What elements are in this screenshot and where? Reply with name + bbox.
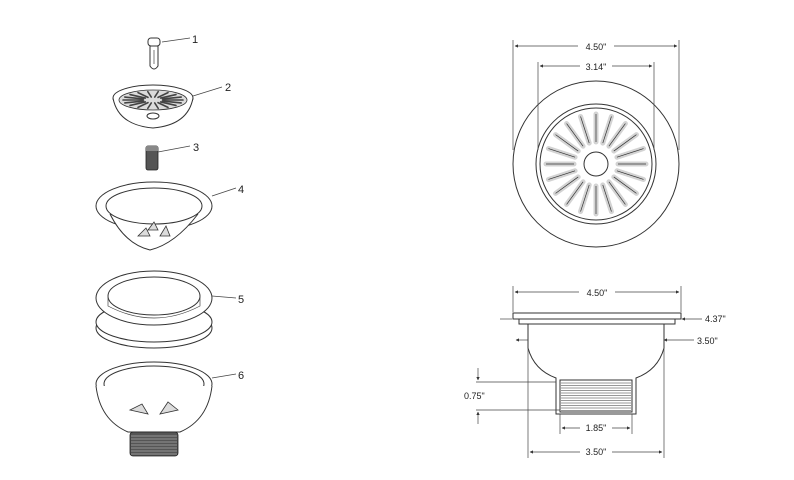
- side-flange-width-label: 4.50": [587, 288, 608, 298]
- side-thread-height-label: 0.75": [464, 391, 485, 401]
- part-number-1: 1: [192, 34, 198, 46]
- basket-slot: [159, 93, 177, 99]
- part-2-basket: [112, 84, 223, 129]
- part-number-5: 5: [238, 294, 244, 306]
- top-outer-diameter-label: 4.50": [586, 42, 607, 52]
- side-bottom-width-label: 3.50": [586, 447, 607, 457]
- top-inner-diameter-label: 3.14": [586, 62, 607, 72]
- part-3-threaded-post: [145, 145, 191, 171]
- basket-slot: [157, 91, 169, 99]
- exploded-view: 1 2 3 4 5 6: [95, 34, 244, 457]
- basket-slot: [137, 91, 149, 99]
- top-view-slot-outline: [613, 134, 637, 152]
- part-4-flange: [95, 181, 237, 251]
- basket-slot: [129, 93, 147, 99]
- top-view-slot-outline: [566, 123, 584, 147]
- basket-slot: [146, 102, 153, 110]
- basket-slot: [124, 100, 145, 104]
- basket-slot: [159, 101, 177, 107]
- part-5-gaskets: [95, 270, 237, 349]
- side-flange-right-label: 4.37": [705, 314, 726, 324]
- basket-slot: [157, 101, 169, 109]
- basket-slot: [124, 96, 145, 100]
- top-view-slot-outline: [613, 176, 637, 194]
- basket-slot: [146, 90, 153, 98]
- part-number-4: 4: [238, 184, 244, 196]
- top-view: 4.50" 3.14": [512, 40, 680, 248]
- part-number-6: 6: [238, 370, 244, 382]
- top-view-slot-outline: [608, 123, 626, 147]
- side-thread-width-label: 1.85": [586, 423, 607, 433]
- basket-slot: [153, 102, 160, 110]
- top-view-slot-outline: [602, 116, 612, 144]
- top-view-slot-outline: [566, 181, 584, 205]
- basket-slot: [137, 101, 149, 109]
- part-number-3: 3: [193, 142, 199, 154]
- basket-slot: [129, 101, 147, 107]
- top-view-slot-outline: [555, 176, 579, 194]
- top-view-slot-outline: [580, 116, 590, 144]
- side-view: 4.50" 4.37" 3.50" 0.75" 1.85" 3.50": [464, 286, 726, 458]
- top-view-slot-outline: [580, 184, 590, 212]
- top-view-slot-outline: [608, 181, 626, 205]
- part-1-post: [147, 37, 191, 70]
- basket-slot: [153, 90, 160, 98]
- top-view-slot-outline: [616, 148, 644, 158]
- basket-slot: [161, 100, 182, 104]
- top-view-slot-outline: [548, 148, 576, 158]
- top-view-slot-outline: [616, 170, 644, 180]
- part-6-body: [95, 361, 237, 457]
- part-number-2: 2: [225, 82, 231, 94]
- top-view-slot-outline: [602, 184, 612, 212]
- top-view-slot-outline: [555, 134, 579, 152]
- side-body-right-label: 3.50": [697, 336, 718, 346]
- basket-slot: [161, 96, 182, 100]
- top-view-slot-outline: [548, 170, 576, 180]
